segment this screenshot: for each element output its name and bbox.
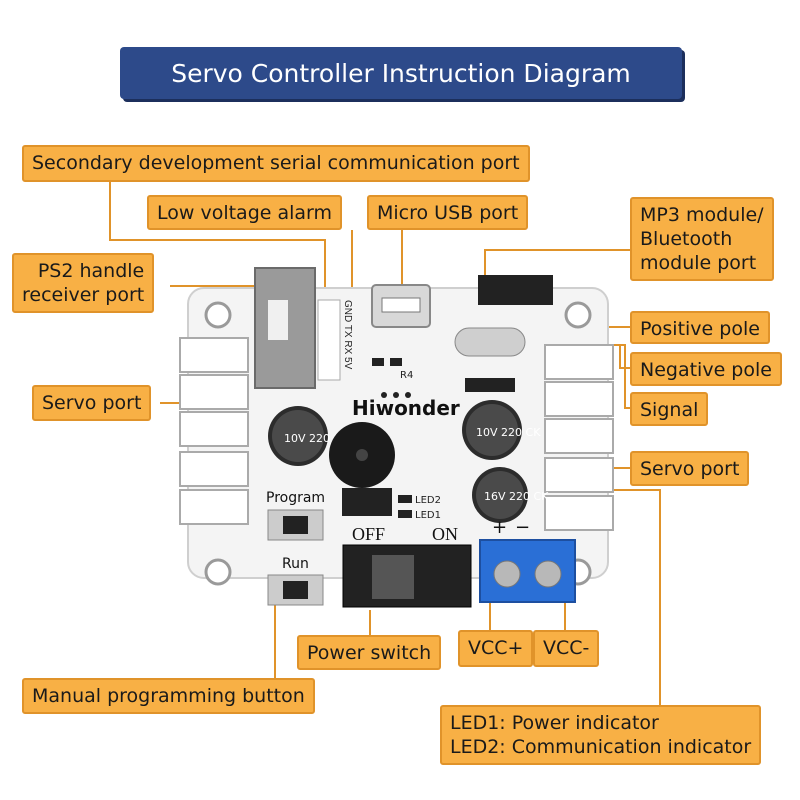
r4-text: R4: [400, 370, 413, 381]
servo-ports-right: [544, 344, 614, 531]
label-manual-button: Manual programming button: [22, 678, 315, 714]
brand-text: Hiwonder: [352, 396, 460, 420]
capacitor-left: 10V 220 CK: [268, 406, 349, 466]
on-text: ON: [432, 524, 458, 544]
servo-ports-left: [179, 337, 249, 525]
led1-text: LED1: [415, 510, 441, 521]
switch-header: [342, 488, 392, 516]
serial-pins-text: GND TX RX 5V: [342, 300, 353, 370]
mp3-header: [478, 275, 553, 305]
svg-text:16V 220 CK: 16V 220 CK: [484, 490, 549, 503]
label-led-info: LED1: Power indicator LED2: Communicatio…: [440, 705, 762, 765]
label-servo-port-left: Servo port: [32, 385, 152, 421]
plus-text: +: [492, 517, 507, 538]
label-micro-usb: Micro USB port: [367, 195, 529, 230]
serial-header: [317, 299, 341, 381]
label-vcc-plus: VCC+: [458, 630, 534, 667]
svg-text:10V 220 CK: 10V 220 CK: [476, 426, 541, 439]
run-text: Run: [282, 556, 309, 572]
label-ps2-receiver: PS2 handle receiver port: [12, 253, 155, 313]
label-negative-pole: Negative pole: [630, 352, 782, 386]
capacitor-right-bottom: 16V 220 CK: [472, 467, 549, 523]
label-low-voltage: Low voltage alarm: [147, 195, 343, 230]
label-servo-port-right: Servo port: [630, 451, 750, 486]
leader-signal: [605, 344, 630, 409]
minus-text: −: [515, 517, 530, 538]
leader-serial: [109, 182, 326, 300]
label-serial-port: Secondary development serial communicati…: [22, 145, 530, 182]
capacitor-right-top: 10V 220 CK: [462, 400, 541, 460]
diagram-title: Servo Controller Instruction Diagram: [120, 47, 682, 99]
label-vcc-minus: VCC-: [533, 630, 600, 667]
label-power-switch: Power switch: [297, 635, 442, 670]
mounting-holes: [204, 301, 592, 586]
crystal: [454, 327, 526, 357]
label-signal: Signal: [630, 392, 709, 426]
program-text: Program: [266, 490, 325, 506]
label-mp3-module: MP3 module/ Bluetooth module port: [630, 197, 774, 281]
label-positive-pole: Positive pole: [630, 311, 770, 344]
led2-text: LED2: [415, 495, 441, 506]
off-text: OFF: [352, 524, 385, 544]
